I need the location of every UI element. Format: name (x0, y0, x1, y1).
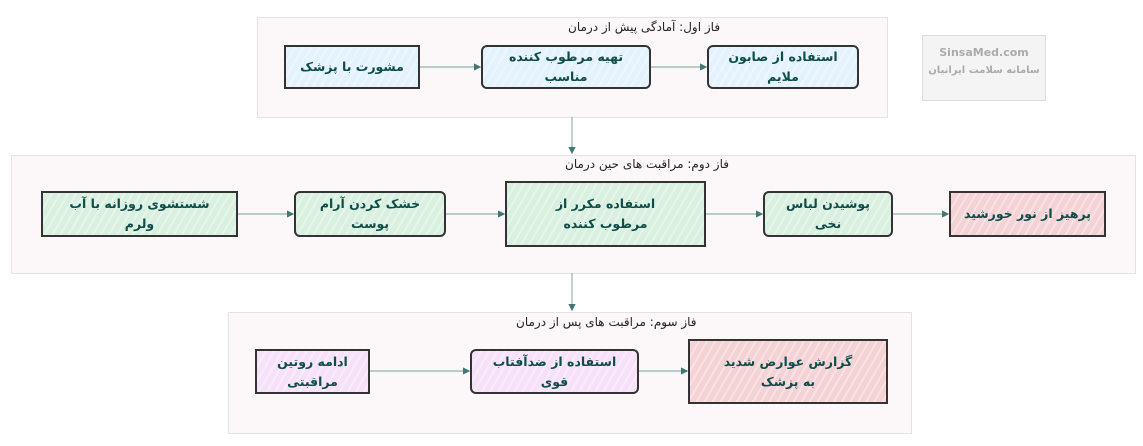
step-gentle-dry: خشک کردن آرام پوست (294, 191, 446, 237)
phase-3-title: فاز سوم: مراقبت های پس از درمان (516, 315, 697, 329)
step-daily-wash: شستشوی روزانه با آب ولرم (41, 191, 238, 237)
phase-1-title: فاز اول: آمادگی پیش از درمان (568, 20, 721, 34)
step-get-moisturizer: تهیه مرطوب کننده مناسب (481, 45, 651, 89)
step-continue-routine: ادامه روتین مراقبتی (255, 349, 370, 394)
step-strong-sunscreen: استفاده از ضدآفتاب قوی (470, 349, 639, 394)
step-consult-doctor: مشورت با پزشک (284, 45, 420, 89)
step-frequent-moisturizer: استفاده مکرر از مرطوب کننده (505, 181, 706, 247)
step-cotton-clothes: پوشیدن لباس نخی (763, 191, 893, 237)
watermark-subtitle: سامانه سلامت ایرانیان (928, 65, 1040, 76)
watermark-logo: SinsaMed.com سامانه سلامت ایرانیان (922, 35, 1046, 101)
watermark-site: SinsaMed.com (939, 46, 1029, 59)
step-mild-soap: استفاده از صابون ملایم (707, 45, 859, 89)
phase-2-title: فاز دوم: مراقبت های حین درمان (565, 157, 729, 171)
step-avoid-sun: پرهیز از نور خورشید (949, 191, 1106, 237)
step-report-side-effects: گزارش عوارض شدید به پزشک (688, 339, 888, 404)
